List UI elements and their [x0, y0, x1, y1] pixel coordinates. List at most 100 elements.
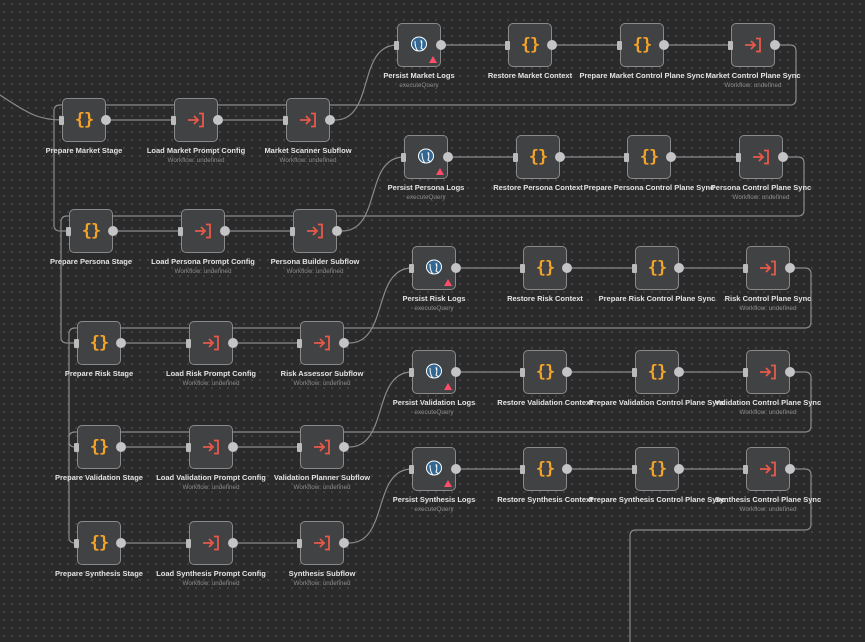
output-handle[interactable]: [562, 464, 572, 474]
node-market-0[interactable]: {}: [59, 98, 111, 142]
node-validation-0[interactable]: {}: [74, 425, 126, 469]
connection[interactable]: [348, 267, 413, 344]
output-handle[interactable]: [562, 367, 572, 377]
output-handle[interactable]: [443, 152, 453, 162]
input-handle[interactable]: [520, 465, 525, 474]
output-handle[interactable]: [339, 538, 349, 548]
connection-loop[interactable]: [68, 267, 812, 448]
node-synthesis-5[interactable]: {}: [632, 447, 684, 491]
node-synthesis-3[interactable]: [409, 447, 461, 491]
output-handle[interactable]: [116, 338, 126, 348]
connection-loop[interactable]: [60, 156, 805, 344]
connection[interactable]: [341, 156, 405, 232]
node-market-6[interactable]: [728, 23, 780, 67]
node-synthesis-0[interactable]: {}: [74, 521, 126, 565]
output-handle[interactable]: [116, 442, 126, 452]
output-handle[interactable]: [436, 40, 446, 50]
output-handle[interactable]: [562, 263, 572, 273]
node-risk-0[interactable]: {}: [74, 321, 126, 365]
node-persona-0[interactable]: {}: [66, 209, 118, 253]
input-handle[interactable]: [409, 465, 414, 474]
input-handle[interactable]: [186, 539, 191, 548]
output-handle[interactable]: [213, 115, 223, 125]
node-market-3[interactable]: [394, 23, 446, 67]
output-handle[interactable]: [555, 152, 565, 162]
input-handle[interactable]: [743, 465, 748, 474]
output-handle[interactable]: [785, 464, 795, 474]
node-market-5[interactable]: {}: [617, 23, 669, 67]
output-handle[interactable]: [325, 115, 335, 125]
input-handle[interactable]: [736, 153, 741, 162]
output-handle[interactable]: [228, 442, 238, 452]
connection-out[interactable]: [629, 468, 812, 642]
output-handle[interactable]: [674, 367, 684, 377]
output-handle[interactable]: [220, 226, 230, 236]
output-handle[interactable]: [778, 152, 788, 162]
output-handle[interactable]: [116, 538, 126, 548]
output-handle[interactable]: [666, 152, 676, 162]
node-market-1[interactable]: [171, 98, 223, 142]
node-persona-4[interactable]: {}: [513, 135, 565, 179]
input-handle[interactable]: [632, 465, 637, 474]
input-handle[interactable]: [297, 443, 302, 452]
output-handle[interactable]: [451, 367, 461, 377]
node-market-2[interactable]: [283, 98, 335, 142]
node-validation-5[interactable]: {}: [632, 350, 684, 394]
input-handle[interactable]: [632, 368, 637, 377]
node-validation-6[interactable]: [743, 350, 795, 394]
input-handle[interactable]: [394, 41, 399, 50]
output-handle[interactable]: [659, 40, 669, 50]
input-handle[interactable]: [409, 264, 414, 273]
node-market-4[interactable]: {}: [505, 23, 557, 67]
input-handle[interactable]: [186, 443, 191, 452]
node-risk-6[interactable]: [743, 246, 795, 290]
node-validation-1[interactable]: [186, 425, 238, 469]
input-handle[interactable]: [728, 41, 733, 50]
node-risk-2[interactable]: [297, 321, 349, 365]
node-persona-1[interactable]: [178, 209, 230, 253]
node-synthesis-4[interactable]: {}: [520, 447, 572, 491]
connection-in[interactable]: [0, 94, 63, 121]
output-handle[interactable]: [228, 338, 238, 348]
connection[interactable]: [334, 44, 398, 121]
output-handle[interactable]: [339, 442, 349, 452]
output-handle[interactable]: [547, 40, 557, 50]
output-handle[interactable]: [339, 338, 349, 348]
connection-loop[interactable]: [68, 371, 812, 544]
node-validation-2[interactable]: [297, 425, 349, 469]
node-persona-2[interactable]: [290, 209, 342, 253]
input-handle[interactable]: [66, 227, 71, 236]
input-handle[interactable]: [297, 339, 302, 348]
node-synthesis-1[interactable]: [186, 521, 238, 565]
input-handle[interactable]: [74, 443, 79, 452]
node-validation-4[interactable]: {}: [520, 350, 572, 394]
output-handle[interactable]: [332, 226, 342, 236]
node-persona-6[interactable]: [736, 135, 788, 179]
input-handle[interactable]: [520, 264, 525, 273]
output-handle[interactable]: [228, 538, 238, 548]
node-risk-1[interactable]: [186, 321, 238, 365]
node-risk-4[interactable]: {}: [520, 246, 572, 290]
input-handle[interactable]: [74, 539, 79, 548]
input-handle[interactable]: [743, 264, 748, 273]
input-handle[interactable]: [743, 368, 748, 377]
input-handle[interactable]: [283, 116, 288, 125]
input-handle[interactable]: [74, 339, 79, 348]
node-persona-3[interactable]: [401, 135, 453, 179]
connection[interactable]: [348, 468, 413, 544]
input-handle[interactable]: [505, 41, 510, 50]
output-handle[interactable]: [770, 40, 780, 50]
node-validation-3[interactable]: [409, 350, 461, 394]
node-persona-5[interactable]: {}: [624, 135, 676, 179]
input-handle[interactable]: [617, 41, 622, 50]
node-risk-3[interactable]: [409, 246, 461, 290]
output-handle[interactable]: [785, 367, 795, 377]
connection[interactable]: [348, 371, 413, 448]
output-handle[interactable]: [674, 263, 684, 273]
output-handle[interactable]: [785, 263, 795, 273]
input-handle[interactable]: [520, 368, 525, 377]
input-handle[interactable]: [297, 539, 302, 548]
input-handle[interactable]: [513, 153, 518, 162]
node-synthesis-2[interactable]: [297, 521, 349, 565]
